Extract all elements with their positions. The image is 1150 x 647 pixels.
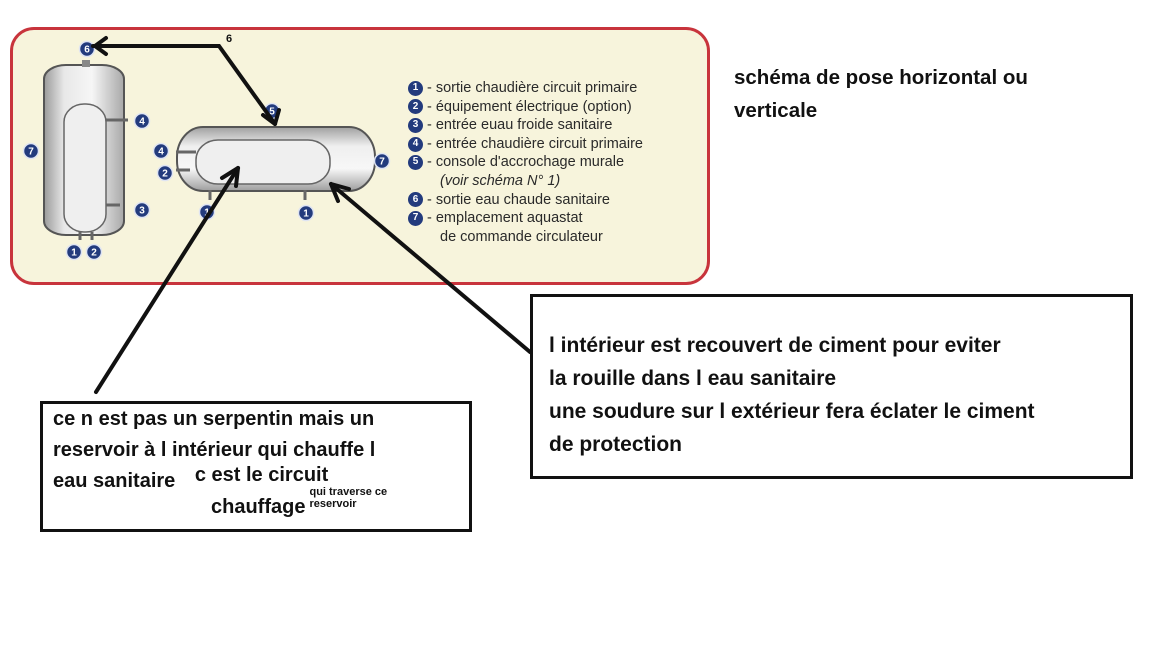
annotation-arrows — [91, 36, 532, 394]
title-line-2: verticale — [734, 99, 818, 122]
marker-circle — [85, 243, 103, 261]
marker-circle — [65, 243, 83, 261]
horizontal-tank-marker: 7 — [373, 152, 391, 170]
marker-circle — [133, 201, 151, 219]
marker-number: 4 — [158, 147, 164, 158]
marker-number: 5 — [269, 107, 275, 118]
reservoir-note-line-1: ce n est pas un serpentin mais un — [53, 408, 375, 430]
legend-text: - console d'accrochage murale — [427, 154, 625, 171]
legend-item: 7- emplacement aquastat — [408, 209, 708, 228]
legend-text: - entrée euau froide sanitaire — [427, 117, 613, 134]
horizontal-tank-marker: 4 — [152, 142, 170, 160]
vertical-tank-marker: 6 — [78, 40, 96, 58]
title-line-1: schéma de pose horizontal ou — [734, 66, 1028, 89]
horizontal-tank — [176, 126, 382, 200]
legend-item: 4- entrée chaudière circuit primaire — [408, 135, 708, 154]
arrow-label-6: 6 — [226, 33, 233, 45]
marker-number: 2 — [162, 169, 168, 180]
vertical-pipes-bottom — [78, 232, 94, 240]
legend-number-badge: 4 — [408, 136, 423, 152]
arrow-head-6-right — [261, 108, 281, 126]
marker-circle — [156, 164, 174, 182]
reservoir-note-line-3: eau sanitaire c est le circuit — [53, 464, 469, 497]
legend-item: 3- entrée euau froide sanitaire — [408, 116, 708, 135]
legend-text: (voir schéma N° 1) — [440, 172, 561, 189]
reservoir-note-line-3a: eau sanitaire — [53, 470, 176, 492]
cement-note-line-2: la rouille dans l eau sanitaire — [549, 367, 837, 390]
legend-number-badge: 6 — [408, 192, 423, 208]
marker-circle — [78, 40, 96, 58]
reservoir-note-small-1: qui traverse ce — [309, 486, 388, 498]
legend-item: 1- sortie chaudière circuit primaire — [408, 79, 708, 98]
legend-item: 5- console d'accrochage murale — [408, 153, 708, 172]
legend-number-badge: 7 — [408, 210, 423, 226]
arrow-inner-reservoir — [94, 166, 240, 394]
legend-text: - emplacement aquastat — [427, 210, 583, 227]
marker-number: 6 — [84, 45, 90, 56]
marker-circle — [373, 152, 391, 170]
vertical-tank-marker: 1 — [65, 243, 83, 261]
reservoir-note-small-2: reservoir — [309, 498, 357, 510]
legend-number-badge: 1 — [408, 80, 423, 96]
legend-text: - entrée chaudière circuit primaire — [427, 135, 643, 152]
marker-number: 1 — [303, 209, 309, 220]
horizontal-inner-reservoir — [195, 139, 331, 185]
legend-number-badge: 5 — [408, 155, 423, 171]
marker-circle — [297, 204, 315, 222]
legend-item: 6- sortie eau chaude sanitaire — [408, 191, 708, 210]
vertical-tank-marker: 2 — [85, 243, 103, 261]
arrow-head-cement-lining — [329, 182, 351, 203]
legend-item: (voir schéma N° 1) — [408, 172, 708, 191]
vertical-outlet-6 — [82, 60, 90, 67]
legend-text: - sortie eau chaude sanitaire — [427, 191, 610, 208]
arrow-head-inner-reservoir — [220, 166, 240, 188]
legend-item: 2- équipement électrique (option) — [408, 98, 708, 117]
cement-note-line-3: une soudure sur l extérieur fera éclater… — [549, 400, 1035, 423]
horizontal-tank-marker: 1 — [297, 204, 315, 222]
arrow-outlet-6 — [91, 44, 277, 126]
vertical-tank-marker: 3 — [133, 201, 151, 219]
horizontal-tank-marker: 2 — [156, 164, 174, 182]
legend-text: - sortie chaudière circuit primaire — [427, 80, 638, 96]
arrow-head-6-left — [93, 36, 108, 56]
marker-number: 2 — [91, 248, 97, 259]
arrow-cement-lining — [329, 182, 532, 354]
horizontal-pipes-left — [176, 150, 196, 172]
marker-circle — [152, 142, 170, 160]
reservoir-note-line-2: reservoir à l intérieur qui chauffe l — [53, 439, 376, 461]
cement-lining-note: l intérieur est recouvert de ciment pour… — [530, 294, 1133, 479]
legend-number-badge: 3 — [408, 117, 423, 133]
legend-text: - équipement électrique (option) — [427, 98, 632, 115]
marker-number: 3 — [139, 206, 145, 217]
marker-circle — [133, 112, 151, 130]
vertical-tank — [43, 60, 128, 240]
vertical-tank-marker: 4 — [133, 112, 151, 130]
marker-number: 4 — [139, 117, 145, 128]
reservoir-note-line-4a: chauffage — [211, 496, 306, 518]
vertical-inner-reservoir — [63, 103, 107, 233]
legend-number-badge: 2 — [408, 99, 423, 115]
legend-text: de commande circulateur — [440, 228, 603, 245]
vertical-tank-marker: 7 — [22, 142, 40, 160]
reservoir-note-line-3b: c est le circuit — [194, 464, 329, 486]
legend-item: de commande circulateur — [408, 228, 708, 247]
diagram-title: schéma de pose horizontal ou verticale — [734, 61, 1094, 127]
cement-note-line-4: de protection — [549, 433, 683, 456]
cement-note-line-1: l intérieur est recouvert de ciment pour… — [549, 334, 1001, 357]
marker-number: 7 — [379, 157, 385, 168]
inner-reservoir-note: ce n est pas un serpentin mais un reserv… — [40, 401, 472, 532]
marker-number: 7 — [28, 147, 34, 158]
marker-number: 1 — [71, 248, 77, 259]
marker-circle — [22, 142, 40, 160]
